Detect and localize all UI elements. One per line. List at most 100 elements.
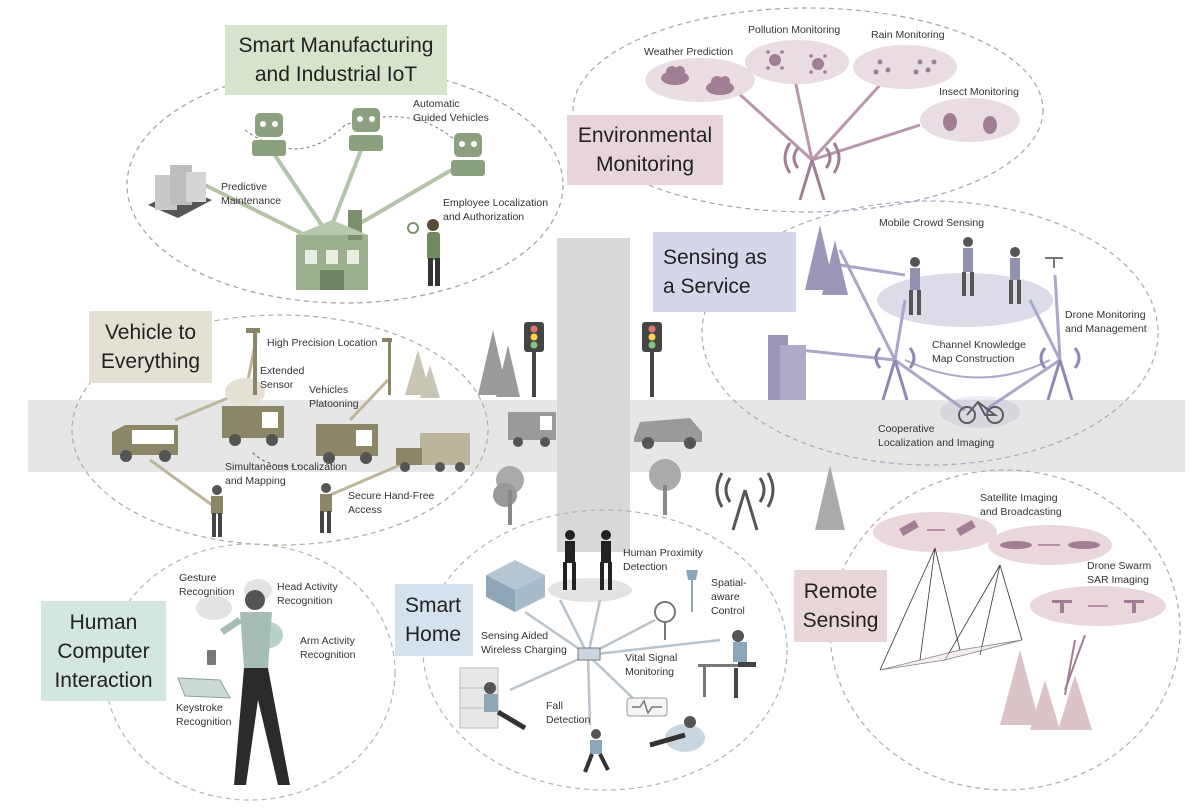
rain-bubble (853, 45, 957, 89)
environment-title: Environmental Monitoring (567, 115, 723, 185)
gesture-label: Gesture Recognition (179, 572, 235, 598)
robot-icon (252, 113, 286, 156)
vital-label: Vital Signal Monitoring (625, 652, 678, 678)
arm-label: Arm Activity Recognition (300, 635, 356, 661)
ext-sensor-label: Extended Sensor (260, 365, 305, 391)
person-reclining-icon (649, 716, 705, 752)
keyboard-icon (177, 677, 231, 699)
head-label: Head Activity Recognition (277, 581, 338, 607)
charging-label: Sensing Aided Wireless Charging (481, 630, 567, 656)
smart-home-title: Smart Home (395, 584, 473, 656)
antenna-tower-icon (1039, 347, 1081, 401)
pine-trees-icon (1000, 650, 1092, 730)
person-desk-icon (698, 630, 756, 698)
environment-region (572, 7, 1044, 213)
coop-loc-label: Cooperative Localization and Imaging (878, 423, 995, 449)
truck-icon (222, 406, 284, 446)
laptop-icon (577, 647, 601, 661)
pollution-label: Pollution Monitoring (748, 24, 841, 36)
traffic-light-icon (642, 322, 662, 397)
high-precision-label: High Precision Location (267, 337, 378, 349)
slam-label: Simultaneous Localization and Mapping (225, 461, 347, 487)
tree-icon (493, 459, 845, 530)
imaging-footprint (879, 547, 1023, 671)
man-walking-icon (220, 590, 290, 785)
apartment-building-icon (486, 560, 545, 612)
robot-icon (451, 133, 485, 176)
insect-label: Insect Monitoring (939, 86, 1019, 98)
insect-icon (943, 113, 997, 134)
hand-free-label: Secure Hand-Free Access (348, 490, 435, 516)
mobile-crowd-label: Mobile Crowd Sensing (879, 217, 985, 229)
fall-label: Fall Detection (546, 700, 591, 726)
vital-monitor-icon (626, 697, 668, 717)
cargo-truck-icon (396, 433, 470, 472)
sensing-service-region (701, 200, 1159, 466)
antenna-tower-icon (874, 347, 916, 401)
pedestrian-icon (909, 237, 1021, 315)
pine-trees-icon (805, 225, 848, 295)
pollution-icon (766, 50, 827, 74)
antenna-tower-icon (783, 142, 841, 201)
agv-label: Automatic Guided Vehicles (413, 98, 489, 124)
cloud-icon (661, 66, 734, 95)
rain-label: Rain Monitoring (871, 29, 945, 41)
v2x-title: Vehicle to Everything (89, 311, 212, 383)
van-icon (112, 425, 178, 462)
remote-sensing-title: Remote Sensing (794, 570, 887, 642)
pine-trees-icon (478, 330, 520, 397)
car-icon (634, 418, 702, 449)
drone-icon (1045, 257, 1063, 268)
employee-icon (427, 219, 440, 286)
weather-label: Weather Prediction (644, 46, 734, 58)
road-vertical (557, 238, 630, 552)
drone-icon (1052, 600, 1144, 613)
bicycle-icon (958, 400, 1004, 424)
satellite-bubble (873, 512, 997, 552)
person-backpack-icon (320, 483, 332, 533)
drone-mgmt-label: Drone Monitoring and Management (1065, 309, 1147, 335)
proximity-label: Human Proximity Detection (623, 547, 703, 573)
v2x-region (71, 314, 489, 546)
channel-arc (904, 359, 1051, 379)
location-pin-icon (407, 222, 419, 234)
street-lamp-icon (246, 328, 392, 395)
satellite-icon (899, 520, 976, 536)
weather-bubble (645, 58, 755, 102)
truck-icon (316, 424, 378, 464)
lamp-icon (686, 570, 698, 612)
employee-label: Employee Localization and Authorization (443, 197, 549, 223)
keystroke-label: Keystroke Recognition (176, 702, 232, 728)
robot-icon (349, 108, 383, 151)
airplane-icon (1000, 541, 1100, 549)
rain-icon (873, 59, 937, 75)
building-icon (768, 335, 806, 400)
factory-icon (296, 210, 368, 290)
pollution-bubble (745, 40, 849, 84)
server-racks-icon (148, 165, 212, 218)
predictive-label: Predictive Maintenance (221, 181, 282, 207)
fan-icon (654, 601, 676, 640)
gesture-bubble (196, 596, 232, 620)
sensing-service-title: Sensing as a Service (653, 232, 796, 312)
traffic-light-icon (524, 322, 544, 397)
satellite-label: Satellite Imaging and Broadcasting (980, 492, 1062, 518)
phone-icon (207, 650, 216, 665)
dancers-icon (563, 530, 612, 590)
channel-map-label: Channel Knowledge Map Construction (932, 339, 1026, 365)
manufacturing-title: Smart Manufacturing and Industrial IoT (225, 25, 447, 95)
person-chair-icon (484, 682, 527, 731)
person-phone-icon (211, 485, 223, 537)
drone-sar-label: Drone Swarm SAR Imaging (1087, 560, 1152, 586)
bike-bubble (940, 396, 1020, 428)
sensing-links (799, 249, 1062, 412)
drone-beam (1064, 634, 1086, 696)
spatial-label: Spatial- aware Control (711, 577, 747, 617)
hci-title: Human Computer Interaction (41, 601, 166, 701)
hci-region (104, 543, 396, 801)
sensor-bubble (225, 378, 265, 406)
arrow-icon (927, 529, 1108, 607)
environment-links (733, 79, 921, 162)
insect-bubble (920, 98, 1020, 142)
